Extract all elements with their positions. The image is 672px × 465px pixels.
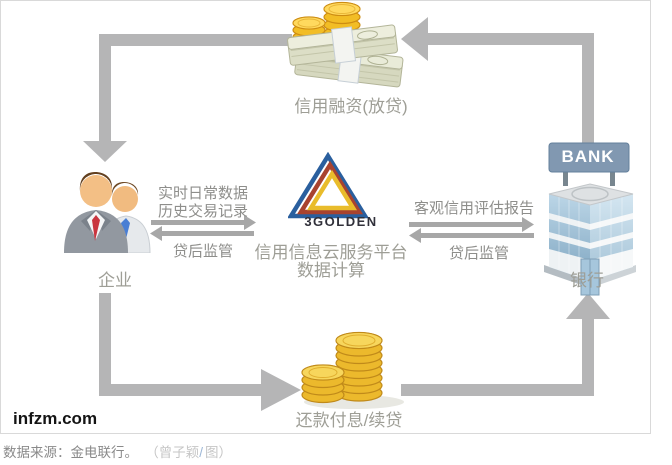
arrow-platform-to-bank [409, 217, 534, 232]
caption-credit-slash: / [199, 445, 204, 460]
cash-bundle [287, 24, 398, 66]
arrow-bank-to-platform [409, 228, 534, 243]
helipad-circle [571, 186, 609, 202]
watermark-infzm: infzm.com [13, 409, 98, 428]
flow-text-realtime-data: 实时日常数据 [158, 185, 249, 202]
cycle-arrows [83, 17, 610, 411]
diagram-image: 3GOLDEN [0, 0, 651, 434]
label-platform-line2: 数据计算 [297, 261, 365, 280]
label-repayment: 还款付息/续贷 [295, 411, 403, 430]
coins-icon [301, 331, 404, 409]
money-stack-icon [287, 1, 404, 88]
caption: 数据来源：金电联行。 （曾子颖/图） [3, 441, 232, 461]
arrow-bank-to-money [401, 17, 594, 143]
arrow-enterprise-to-coins [99, 293, 301, 411]
flow-text-history-records: 历史交易记录 [158, 203, 249, 220]
bank-sign-text: BANK [561, 147, 615, 166]
arrow-enterprise-to-platform [151, 215, 256, 230]
caption-source: 数据来源：金电联行。 [3, 445, 138, 460]
person-front [64, 172, 128, 253]
logo-text: 3GOLDEN [304, 214, 378, 229]
label-credit-financing: 信用融资(放贷) [294, 97, 408, 116]
enterprise-people-icon [64, 172, 151, 253]
caption-credit-type: 图） [205, 445, 233, 460]
arrow-money-to-enterprise [83, 34, 292, 162]
bank-building-icon [544, 142, 636, 296]
arrow-coins-to-bank [401, 293, 610, 396]
flow-text-credit-report: 客观信用评估报告 [413, 200, 534, 217]
sign-post [563, 172, 568, 186]
caption-credit-name: （曾子颖 [152, 445, 200, 460]
logo-triangle-icon [288, 152, 370, 219]
arrow-platform-to-enterprise [150, 226, 254, 241]
label-platform-line1: 信用信息云服务平台 [254, 243, 408, 262]
bank-roof [548, 183, 634, 206]
bank-sign [548, 142, 630, 173]
flow-text-postloan-left: 贷后监管 [172, 243, 233, 260]
label-bank: 银行 [570, 271, 604, 290]
flow-text-postloan-right: 贷后监管 [448, 245, 509, 262]
label-enterprise: 企业 [98, 271, 132, 290]
sign-post [610, 172, 615, 186]
